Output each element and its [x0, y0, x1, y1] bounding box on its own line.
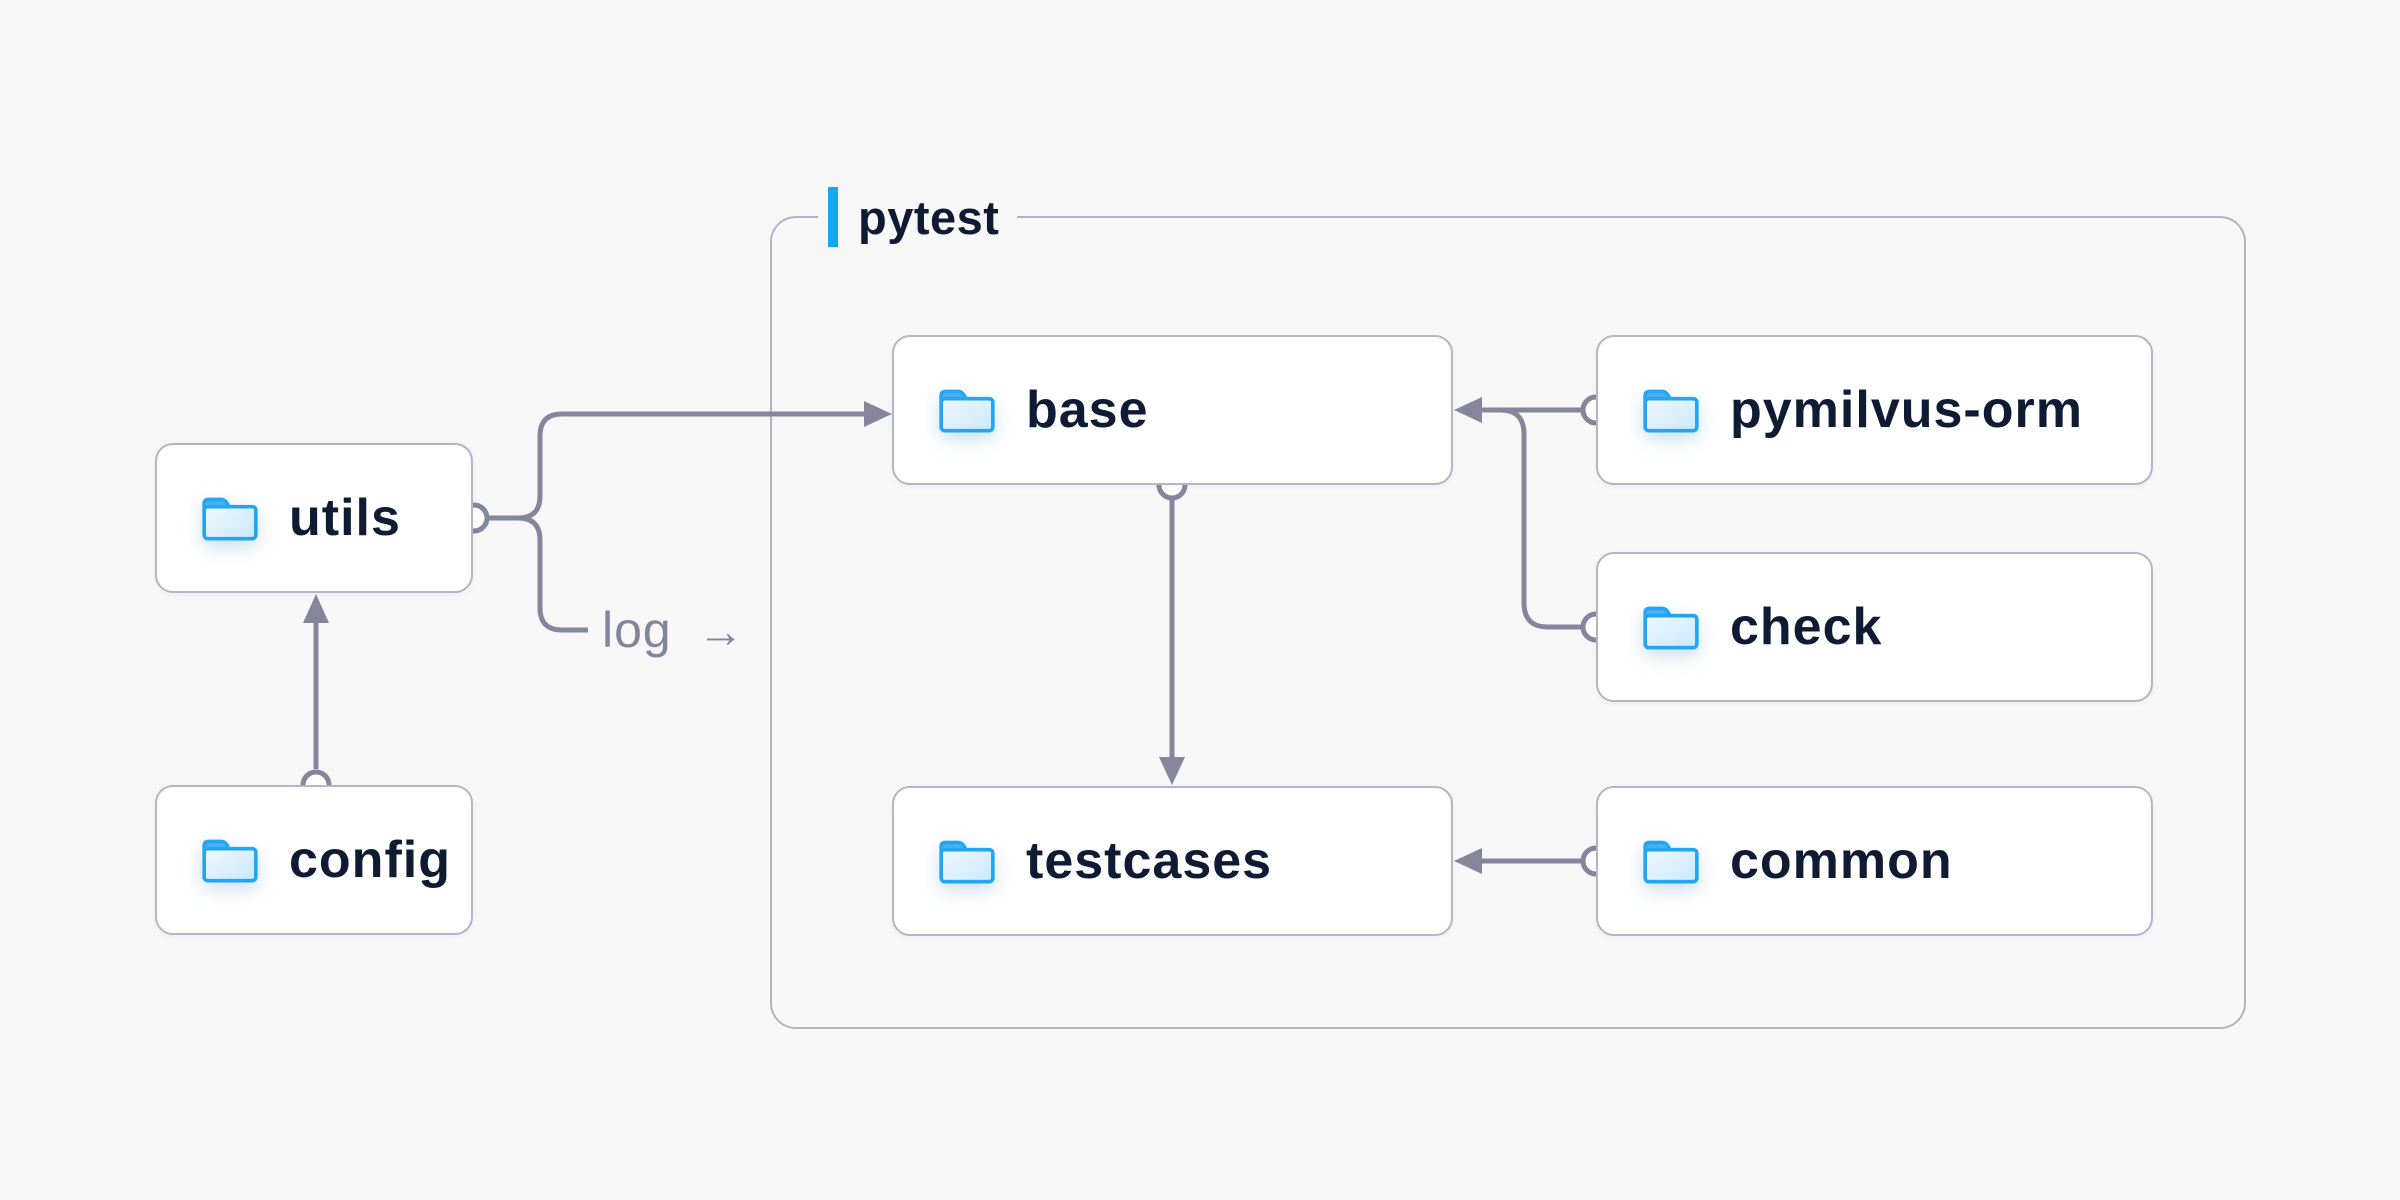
folder-icon — [1643, 840, 1699, 884]
node-utils: utils — [155, 443, 473, 593]
node-label: base — [1026, 381, 1149, 439]
node-label: testcases — [1026, 832, 1273, 890]
edge-config-utils-arrowhead-icon — [303, 594, 329, 623]
folder-icon — [939, 840, 995, 884]
log-label-text: log — [602, 602, 672, 658]
node-label: pymilvus-orm — [1730, 381, 2083, 439]
folder-icon — [202, 839, 258, 883]
pytest-container: pytest — [770, 187, 2246, 1029]
node-check: check — [1596, 552, 2153, 702]
edge-utils-log-line — [517, 515, 588, 633]
folder-icon — [1643, 389, 1699, 433]
node-base: base — [892, 335, 1453, 485]
folder-icon — [1643, 606, 1699, 650]
node-label: config — [289, 831, 451, 889]
node-pymilvus-orm: pymilvus-orm — [1596, 335, 2153, 485]
node-config: config — [155, 785, 473, 935]
node-label: common — [1730, 832, 1953, 890]
node-label: check — [1730, 598, 1883, 656]
folder-icon — [939, 389, 995, 433]
accent-bar-icon — [828, 187, 838, 247]
node-common: common — [1596, 786, 2153, 936]
node-label: utils — [289, 489, 401, 547]
pytest-container-title: pytest — [858, 190, 1000, 244]
folder-icon — [202, 497, 258, 541]
log-edge-label: log → — [602, 600, 744, 660]
log-arrow-icon: → — [697, 605, 744, 657]
node-testcases: testcases — [892, 786, 1453, 936]
pytest-container-label: pytest — [818, 187, 1018, 247]
